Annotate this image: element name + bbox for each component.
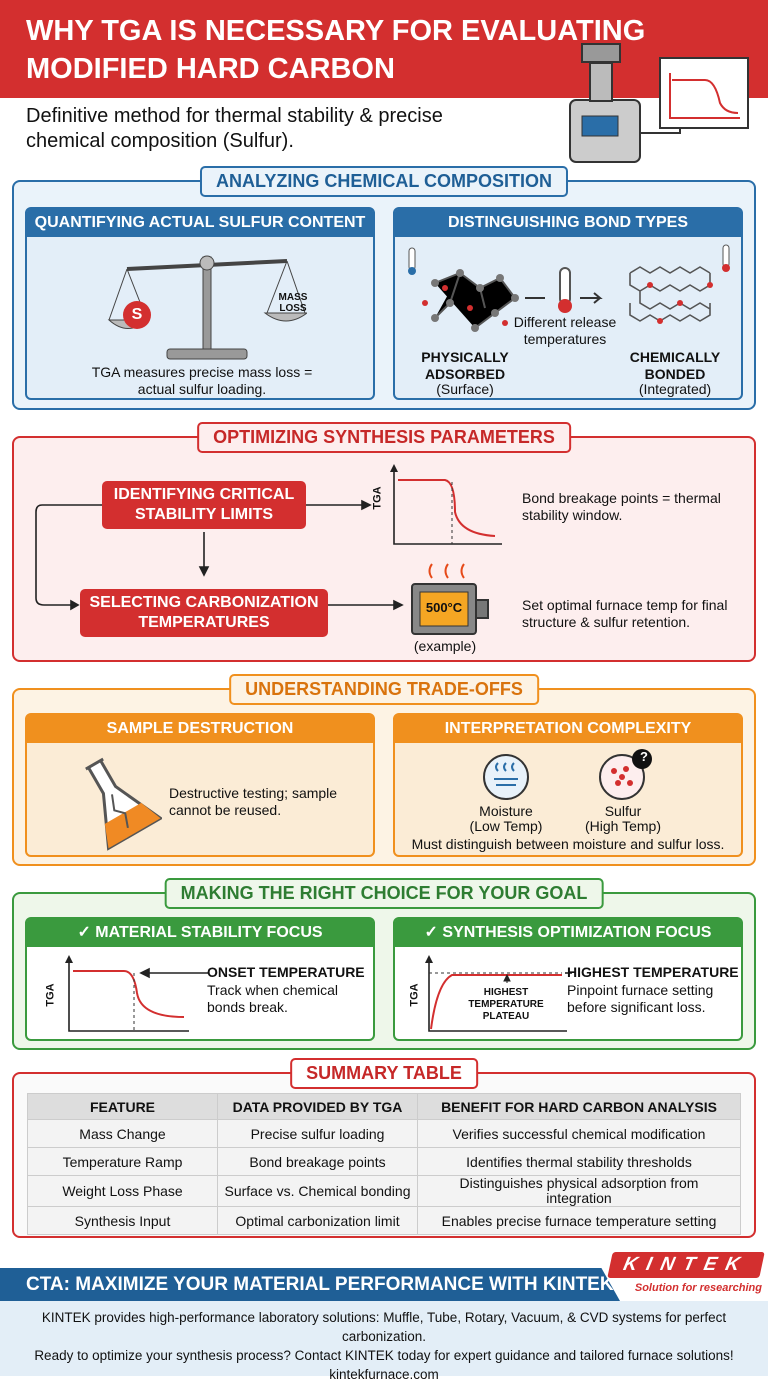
panel-title: QUANTIFYING ACTUAL SULFUR CONTENT	[27, 209, 373, 237]
release-temps-text: Different release temperatures	[513, 314, 617, 347]
cta-line-1: KINTEK provides high-performance laborat…	[41, 1310, 727, 1344]
onset-text: Track when chemical bonds break.	[207, 982, 338, 1015]
sulfur-content-panel: QUANTIFYING ACTUAL SULFUR CONTENT S MASS…	[25, 207, 375, 400]
composition-title: ANALYZING CHEMICAL COMPOSITION	[199, 166, 569, 197]
table-cell: Bond breakage points	[217, 1147, 418, 1176]
table-cell: Identifies thermal stability thresholds	[417, 1147, 741, 1176]
panel-title: ✓︎ SYNTHESIS OPTIMIZATION FOCUS	[395, 919, 741, 947]
onset-heading: ONSET TEMPERATURE	[207, 964, 365, 980]
table-cell: Verifies successful chemical modificatio…	[417, 1119, 741, 1148]
table-cell: Temperature Ramp	[27, 1147, 218, 1176]
panel-title: INTERPRETATION COMPLEXITY	[395, 715, 741, 743]
synthesis-focus-panel: ✓︎ SYNTHESIS OPTIMIZATION FOCUS TGA HIGH…	[393, 917, 743, 1041]
furnace-temp-text: Set optimal furnace temp for final struc…	[522, 597, 728, 630]
sulfur-particles-icon	[599, 749, 652, 800]
example-label: (example)	[413, 638, 477, 654]
furnace-temp-label: 500°C	[425, 600, 463, 615]
balance-scale-icon	[107, 255, 307, 360]
physically-adsorbed-label: PHYSICALLY ADSORBED	[421, 349, 509, 382]
sulfur-badge: S	[123, 301, 151, 329]
surface-label: (Surface)	[436, 381, 494, 397]
critical-limits-box: IDENTIFYING CRITICAL STABILITY LIMITS	[102, 481, 306, 529]
panel-title: DISTINGUISHING BOND TYPES	[395, 209, 741, 237]
panel-title: ✓︎ MATERIAL STABILITY FOCUS	[27, 919, 373, 947]
highest-temp-heading: HIGHEST TEMPERATURE	[567, 964, 739, 980]
header-band	[0, 0, 768, 98]
panel-title-text: SYNTHESIS OPTIMIZATION FOCUS	[442, 924, 712, 941]
onset-chart	[65, 955, 209, 1032]
cta-title: CTA: MAXIMIZE YOUR MATERIAL PERFORMANCE …	[26, 1274, 614, 1295]
carbonization-temps-box: SELECTING CARBONIZATION TEMPERATURES	[80, 589, 328, 637]
highest-temp-text: Pinpoint furnace setting before signific…	[567, 982, 714, 1015]
destruction-text: Destructive testing; sample cannot be re…	[169, 785, 338, 818]
page-subtitle: Definitive method for thermal stability …	[26, 105, 443, 152]
summary-title: SUMMARY TABLE	[290, 1058, 478, 1089]
tga-curve-chart	[390, 464, 502, 545]
furnace-icon	[411, 563, 489, 635]
sulfur-label: Sulfur	[604, 803, 642, 819]
chemically-bonded-label: CHEMICALLY BONDED	[629, 349, 721, 382]
broken-flask-icon	[85, 757, 162, 851]
integrated-label: (Integrated)	[638, 381, 712, 397]
header-cell: BENEFIT FOR HARD CARBON ANALYSIS	[417, 1093, 741, 1120]
tga-axis-label: TGA	[371, 486, 384, 510]
stability-window-text: Bond breakage points = thermal stability…	[522, 490, 721, 523]
table-cell: Synthesis Input	[27, 1206, 218, 1235]
table-cell: Weight Loss Phase	[27, 1175, 218, 1207]
plateau-chart	[425, 955, 572, 1032]
tradeoffs-title: UNDERSTANDING TRADE-OFFS	[229, 674, 539, 705]
check-circle-icon: ✓︎	[77, 924, 96, 941]
synthesis-title: OPTIMIZING SYNTHESIS PARAMETERS	[197, 422, 571, 453]
mass-loss-label: MASS LOSS	[278, 292, 308, 314]
website-link[interactable]: kintekfurnace.com	[329, 1367, 439, 1382]
tga-instrument-icon	[569, 43, 749, 163]
sample-destruction-panel: SAMPLE DESTRUCTION Destructive testing; …	[25, 713, 375, 857]
interpretation-panel: INTERPRETATION COMPLEXITY ? Moisture (Lo…	[393, 713, 743, 857]
table-cell: Surface vs. Chemical bonding	[217, 1175, 418, 1207]
distinguish-caption: Must distinguish between moisture and su…	[411, 836, 725, 852]
table-cell: Precise sulfur loading	[217, 1119, 418, 1148]
table-cell: Distinguishes physical adsorption from i…	[417, 1175, 741, 1207]
tga-axis-label: TGA	[408, 983, 421, 1007]
logo-tagline: Solution for researching	[634, 1282, 762, 1294]
question-icon: ?	[640, 749, 648, 764]
moisture-icon	[483, 754, 529, 800]
bond-types-panel: DISTINGUISHING BOND TYPES Different rele…	[393, 207, 743, 400]
kintek-logo[interactable]: KINTEK Solution for researching	[607, 1252, 765, 1300]
table-cell: Mass Change	[27, 1119, 218, 1148]
table-cell: Optimal carbonization limit	[217, 1206, 418, 1235]
sulfur-sub: (High Temp)	[585, 818, 661, 834]
plateau-label: HIGHEST TEMPERATURE PLATEAU	[468, 987, 544, 1022]
molecule-diagram	[408, 244, 730, 332]
panel-title-text: MATERIAL STABILITY FOCUS	[95, 924, 323, 941]
flow-arrows	[35, 499, 404, 611]
cta-band	[0, 1268, 620, 1301]
tga-axis-label: TGA	[44, 983, 57, 1007]
panel-title: SAMPLE DESTRUCTION	[27, 715, 373, 743]
header-cell: DATA PROVIDED BY TGA	[217, 1093, 418, 1120]
cta-line-2: Ready to optimize your synthesis process…	[34, 1348, 734, 1363]
stability-focus-panel: ✓︎ MATERIAL STABILITY FOCUS TGA ONSET TE…	[25, 917, 375, 1041]
choice-title: MAKING THE RIGHT CHOICE FOR YOUR GOAL	[164, 878, 604, 909]
cta-body: KINTEK provides high-performance laborat…	[0, 1301, 768, 1382]
table-cell: Enables precise furnace temperature sett…	[417, 1206, 741, 1235]
sulfur-caption: TGA measures precise mass loss = actual …	[91, 364, 313, 397]
moisture-label: Moisture	[479, 803, 533, 819]
header-cell: FEATURE	[27, 1093, 218, 1120]
logo-wordmark: KINTEK	[607, 1252, 765, 1278]
moisture-sub: (Low Temp)	[469, 818, 543, 834]
page-title: WHY TGA IS NECESSARY FOR EVALUATING MODI…	[26, 15, 646, 85]
check-circle-icon: ✓︎	[424, 924, 443, 941]
